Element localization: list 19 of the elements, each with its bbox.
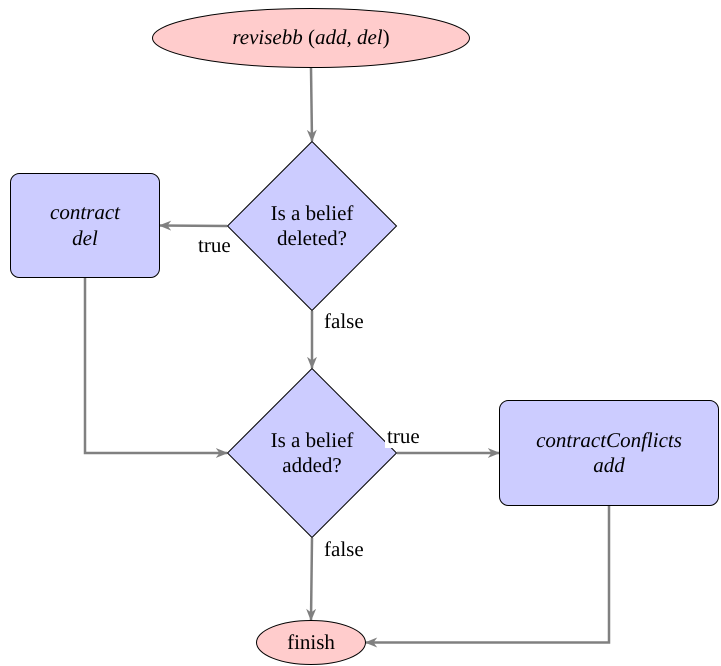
process-box — [10, 173, 160, 278]
node-text: Is a belief added? — [270, 428, 354, 478]
arrow — [364, 506, 610, 648]
terminal-ellipse — [256, 620, 366, 665]
arrow — [397, 448, 500, 458]
arrow — [158, 220, 227, 231]
arrow — [306, 68, 317, 142]
arrow — [84, 278, 228, 458]
node-text: finish — [287, 630, 335, 656]
node-text: del — [72, 226, 98, 251]
arrow — [307, 311, 317, 370]
node-text: Is a belief deleted? — [270, 200, 354, 252]
node-text: add — [593, 453, 625, 478]
terminal-ellipse — [152, 8, 470, 68]
node-text: revisebb (add, del) — [232, 25, 390, 51]
node-text: contract — [50, 200, 120, 226]
arrow — [306, 538, 316, 622]
process-box — [499, 400, 719, 506]
node-text: contractConflicts — [536, 428, 682, 453]
